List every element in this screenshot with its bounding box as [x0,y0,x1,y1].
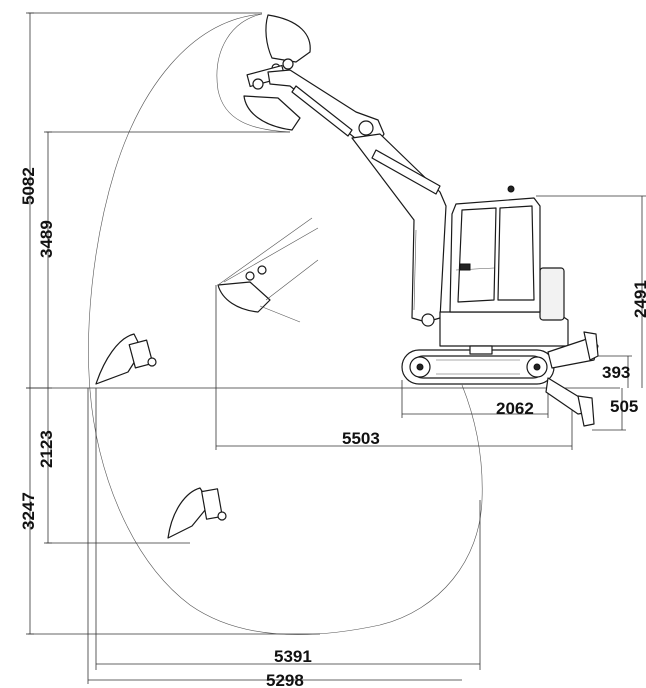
dim-label-max-digging-height: 5082 [19,167,38,205]
dimension-lines-right [536,195,646,431]
dim-label-blade-lift-height: 393 [602,363,630,382]
excavator-body [401,185,569,385]
bucket-max-depth-lower [167,487,227,539]
dim-label-max-reach-ground: 5391 [274,647,312,666]
dim-label-blade-depth: 505 [610,397,638,416]
dim-label-track-length: 2062 [496,399,534,418]
dim-label-max-reach: 5298 [266,671,304,688]
dim-label-min-swing-radius: 5503 [342,429,380,448]
dozer-blade [545,331,599,427]
working-range-envelope [88,13,483,635]
dimension-labels: 5082 3489 2123 3247 2491 393 505 2062 55… [19,167,646,688]
dim-label-max-dump-height: 3489 [37,220,56,258]
dimension-lines-bottom [87,285,573,684]
bucket-max-height [265,14,311,73]
dim-label-overall-height: 2491 [631,280,646,318]
dump-height-arc [216,13,291,133]
bucket-ground-reach [217,217,319,323]
dim-label-vertical-wall-depth: 2123 [37,430,56,468]
boom-arm-assembly [267,69,447,327]
dimension-lines-left [26,12,620,635]
bucket-max-depth-upper [95,333,157,385]
dim-label-max-digging-depth: 3247 [19,492,38,530]
